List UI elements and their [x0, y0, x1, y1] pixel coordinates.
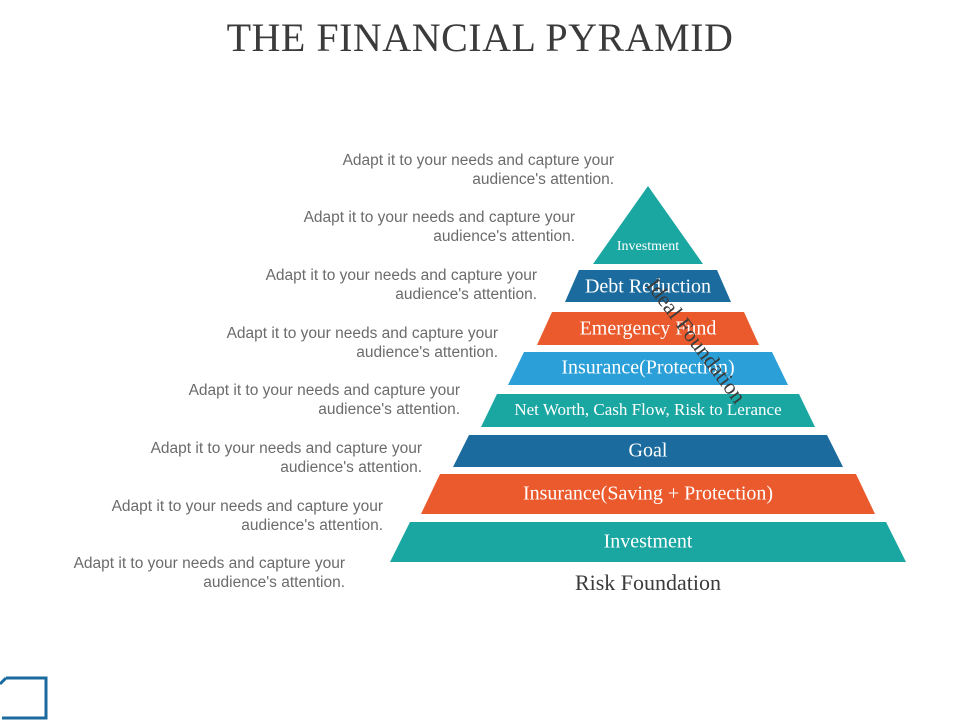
pyramid-tier-1: Investment	[593, 186, 703, 264]
description-line: Adapt it to your needs and capture your	[73, 555, 345, 572]
description-line: audience's attention.	[203, 574, 345, 591]
tier-label: Insurance(Saving + Protection)	[523, 483, 773, 505]
description-line: audience's attention.	[395, 286, 537, 303]
description-line: Adapt it to your needs and capture your	[188, 382, 460, 399]
pyramid-tier-7: Insurance(Saving + Protection)	[421, 474, 875, 514]
description-line: audience's attention.	[433, 228, 575, 245]
description-line: Adapt it to your needs and capture your	[303, 209, 575, 226]
tier-shape	[481, 394, 815, 427]
tier-shape	[593, 186, 703, 264]
description-8: Adapt it to your needs and capture your …	[15, 554, 345, 592]
description-line: audience's attention.	[318, 401, 460, 418]
tier-label: Investment	[604, 531, 693, 553]
tier-label: Goal	[629, 440, 668, 462]
pyramid-tier-8: Investment	[390, 522, 906, 562]
description-line: Adapt it to your needs and capture your	[342, 152, 614, 169]
tier-shape	[508, 352, 788, 385]
description-1: Adapt it to your needs and capture your …	[284, 151, 614, 189]
description-line: audience's attention.	[356, 344, 498, 361]
tier-label: Net Worth, Cash Flow, Risk to Lerance	[514, 400, 781, 419]
tier-shape	[453, 435, 843, 467]
tier-label: Debt Reduction	[585, 276, 711, 298]
corner-bracket-icon	[0, 676, 48, 720]
description-5: Adapt it to your needs and capture your …	[130, 381, 460, 419]
slide-title: THE FINANCIAL PYRAMID	[226, 15, 734, 60]
description-7: Adapt it to your needs and capture your …	[53, 497, 383, 535]
description-6: Adapt it to your needs and capture your …	[92, 439, 422, 477]
description-line: Adapt it to your needs and capture your	[265, 267, 537, 284]
corner-bracket-stroke	[2, 676, 48, 720]
description-4: Adapt it to your needs and capture your …	[168, 324, 498, 362]
tier-label: Investment	[617, 239, 679, 254]
description-3: Adapt it to your needs and capture your …	[207, 266, 537, 304]
tier-label: Insurance(Protection)	[561, 357, 734, 379]
description-line: Adapt it to your needs and capture your	[226, 325, 498, 342]
description-line: Adapt it to your needs and capture your	[111, 498, 383, 515]
risk-foundation-label: Risk Foundation	[574, 570, 722, 595]
pyramid-tier-6: Goal	[453, 435, 843, 467]
tier-shape	[565, 270, 731, 302]
tier-label: Emergency Fund	[580, 318, 717, 340]
tier-shape	[421, 474, 875, 514]
pyramid-tier-4: Insurance(Protection)	[508, 352, 788, 385]
tier-shape	[537, 312, 759, 345]
tier-shape	[390, 522, 906, 562]
description-line: audience's attention.	[472, 171, 614, 188]
description-line: audience's attention.	[280, 459, 422, 476]
description-line: Adapt it to your needs and capture your	[150, 440, 422, 457]
pyramid-tier-2: Debt Reduction	[565, 270, 731, 302]
description-line: audience's attention.	[241, 517, 383, 534]
pyramid-tier-5: Net Worth, Cash Flow, Risk to Lerance	[481, 394, 815, 427]
pyramid-tier-3: Emergency Fund	[537, 312, 759, 345]
description-2: Adapt it to your needs and capture your …	[245, 208, 575, 246]
corner-bracket-tick	[0, 676, 8, 686]
